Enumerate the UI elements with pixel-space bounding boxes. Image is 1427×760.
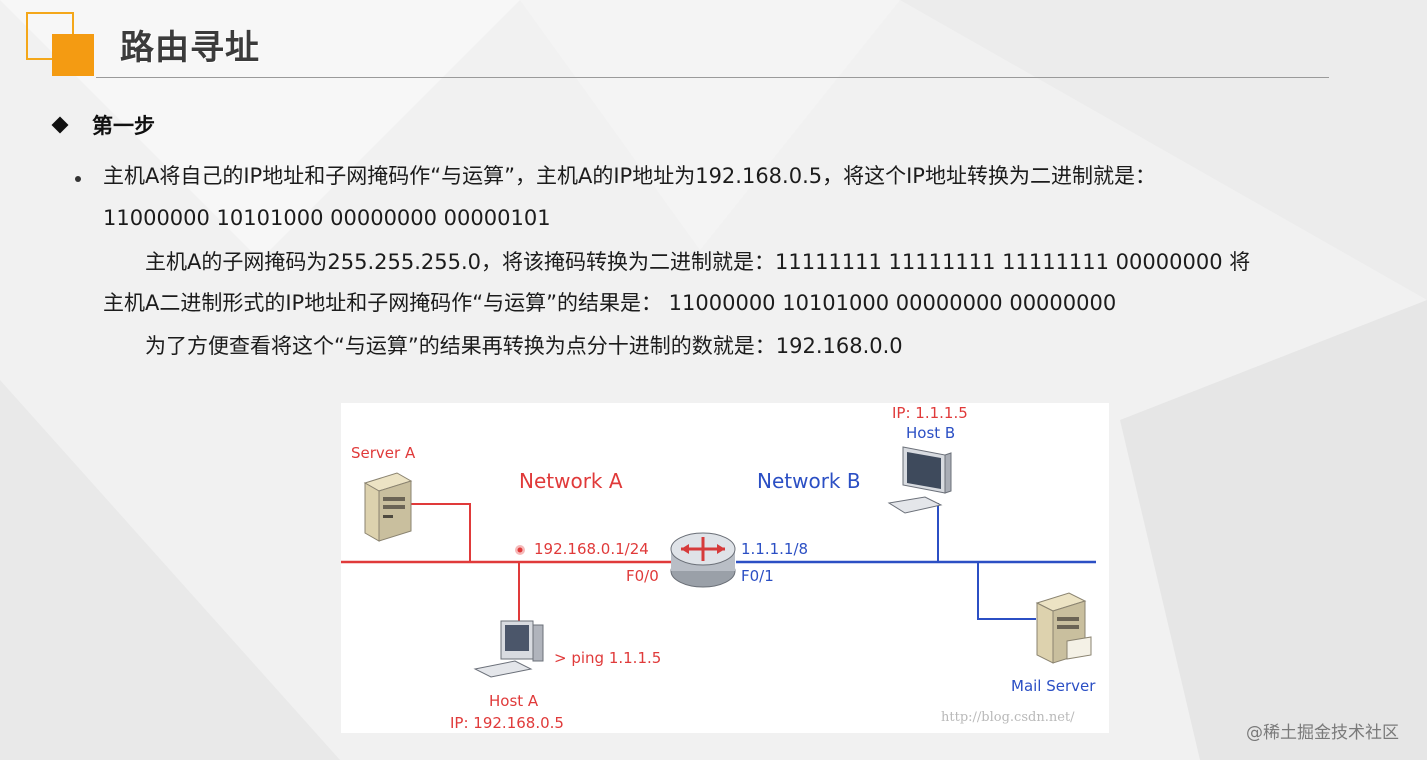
diamond-bullet-icon: [51, 116, 69, 134]
text-line-3: 主机A的子网掩码为255.255.255.0，将该掩码转换为二进制就是：1111…: [145, 250, 1251, 274]
gateway-b-label: 1.1.1.1/8: [741, 540, 809, 558]
text-line-1: 主机A将自己的IP地址和子网掩码作“与运算”，主机A的IP地址为192.168.…: [103, 164, 1156, 188]
logo-fill-square: [52, 34, 94, 76]
site-watermark: @稀土掘金技术社区: [1246, 723, 1399, 743]
server-a-label: Server A: [351, 444, 416, 462]
dot-bullet-icon: [75, 176, 81, 182]
port-f0-1-label: F0/1: [741, 567, 774, 585]
slide-logo: [26, 12, 96, 78]
host-a-ip-label: IP: 192.168.0.5: [450, 714, 564, 732]
text-line-5: 为了方便查看将这个“与运算”的结果再转换为点分十进制的数就是：192.168.0…: [145, 334, 903, 358]
network-b-label: Network B: [757, 469, 861, 493]
mail-server-label: Mail Server: [1011, 677, 1096, 695]
server-icon: [363, 472, 413, 542]
diagram-lines: [341, 503, 1096, 625]
host-b-label: Host B: [906, 424, 956, 442]
page-title: 路由寻址: [120, 28, 260, 68]
title-divider: [96, 77, 1329, 78]
step-title: 第一步: [92, 114, 155, 138]
ping-command-label: > ping 1.1.1.5: [554, 649, 662, 667]
desktop-computer-icon: [887, 446, 952, 514]
host-a-label: Host A: [489, 692, 539, 710]
text-line-4: 主机A二进制形式的IP地址和子网掩码作“与运算”的结果是： 11000000 1…: [103, 291, 1117, 315]
text-line-2: 11000000 10101000 00000000 00000101: [103, 206, 551, 230]
port-f0-0-label: F0/0: [626, 567, 659, 585]
diagram-watermark: http://blog.csdn.net/: [941, 710, 1075, 725]
network-diagram: Server A Network A Network B IP: 1.1.1.5…: [341, 403, 1109, 733]
server-icon: [1035, 592, 1092, 664]
router-icon: [670, 532, 736, 588]
gateway-a-label: 192.168.0.1/24: [534, 540, 649, 558]
network-a-label: Network A: [519, 469, 623, 493]
host-b-ip-label: IP: 1.1.1.5: [892, 404, 968, 422]
desktop-computer-icon: [473, 620, 544, 678]
step-heading: 第一步: [50, 110, 155, 140]
